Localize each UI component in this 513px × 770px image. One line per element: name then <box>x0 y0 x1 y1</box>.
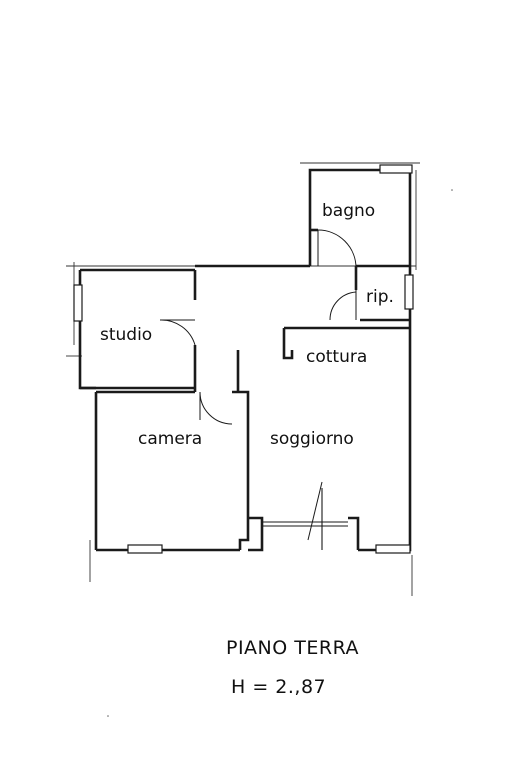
door-camera <box>199 391 233 425</box>
door-studio <box>159 319 196 346</box>
door-entrance <box>307 481 323 550</box>
ceiling-height-caption: H = 2.,87 <box>231 676 327 698</box>
window-left <box>73 284 83 322</box>
room-label-camera: camera <box>138 429 202 449</box>
window-bottom-right <box>375 544 411 554</box>
interior-walls <box>80 228 410 552</box>
floor-caption: PIANO TERRA <box>226 637 360 659</box>
room-label-cottura: cottura <box>306 347 367 367</box>
room-label-ripostiglio: rip. <box>366 287 394 307</box>
window-right <box>404 274 414 310</box>
room-label-bagno: bagno <box>322 201 375 221</box>
window-top-right <box>379 164 413 174</box>
door-ripostiglio <box>329 290 357 321</box>
window-bottom-left <box>127 544 163 554</box>
dimension-lines <box>66 162 420 596</box>
windows <box>73 164 414 554</box>
room-label-studio: studio <box>100 325 152 345</box>
doors <box>159 229 357 550</box>
door-bagno <box>317 229 357 269</box>
room-label-soggiorno: soggiorno <box>270 429 354 449</box>
